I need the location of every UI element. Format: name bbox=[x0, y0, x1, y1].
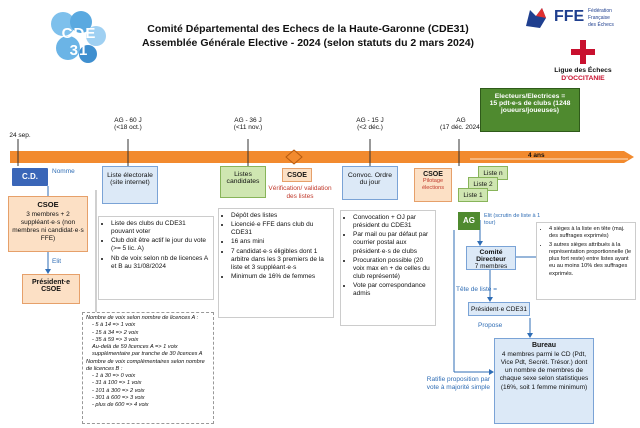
electeurs-box: Electeurs/Electrices = 15 pdt-e-s de clu… bbox=[480, 88, 580, 132]
liste-criteria-list: Liste des clubs du CDE31 pouvant voter C… bbox=[102, 220, 210, 271]
voix-a-row: - 35 à 59 => 3 voix bbox=[92, 336, 139, 343]
ffe-line3: des Échecs bbox=[588, 22, 614, 28]
voix-b-row: - 301 à 600 => 3 voix bbox=[92, 394, 145, 401]
timeline-label-3: AG - 36 J (<11 nov.) bbox=[233, 117, 263, 131]
cde31-logo-icon bbox=[51, 11, 106, 63]
listes-criteria-item: 16 ans mini bbox=[231, 238, 330, 246]
liste-criteria-item: Club doit être actif le jour du vote (>=… bbox=[111, 237, 210, 253]
listes-criteria-list: Dépôt des listes Licencié·e FFE dans clu… bbox=[222, 212, 330, 281]
ag-box: AG bbox=[458, 212, 480, 230]
comite-title: Comité Directeur bbox=[476, 249, 506, 263]
ligue-logo: Ligue des Échecs D'OCCITANIE bbox=[538, 40, 628, 84]
voix-details-box: Nombre de voix selon nombre de licences … bbox=[82, 312, 214, 424]
timeline-label-1: 24 sep. bbox=[9, 132, 31, 139]
ffe-abbr: FFE bbox=[554, 8, 585, 25]
sieges-list: 4 sièges à la liste en tête (maj. des su… bbox=[540, 226, 632, 278]
timeline-label-2: AG - 60 J (<18 oct.) bbox=[114, 117, 142, 131]
voix-a-row: Au-delà de 59 licences A => 1 voix suppl… bbox=[92, 344, 203, 358]
csoe-mid-sub: Vérification/ validation des listes bbox=[268, 185, 332, 201]
comite-box: Comité Directeur 7 membres bbox=[466, 246, 516, 270]
voix-b-row: - 31 à 100 => 1 voix bbox=[92, 380, 142, 387]
rooster-icon bbox=[526, 8, 546, 28]
convoc-criteria-box: Convocation + OJ par président du CDE31 … bbox=[340, 210, 436, 326]
listes-candidates-box: Listes candidates bbox=[220, 166, 266, 198]
voix-b-row: - 101 à 300 => 2 voix bbox=[92, 387, 145, 394]
timeline-label-5: AG (17 déc. 2024) bbox=[440, 117, 482, 131]
convoc-box: Convoc. Ordre du jour bbox=[342, 166, 398, 200]
ffe-logo: FFE Fédération Française des Échecs bbox=[522, 6, 630, 32]
convoc-criteria-item: Vote par correspondance admis bbox=[353, 282, 432, 298]
page-title: Comité Départemental des Echecs de la Ha… bbox=[147, 23, 469, 35]
president-csoe-box: Président·e CSOE bbox=[22, 274, 80, 304]
voix-intro-b: Nombre de voix complémentaires selon nom… bbox=[86, 358, 205, 372]
ratifie-label: Ratifie proposition par vote à majorité … bbox=[426, 376, 490, 392]
csoe-left-title: CSOE bbox=[37, 200, 59, 209]
liste-criteria-item: Nb de voix selon nb de licences A et B a… bbox=[111, 255, 210, 271]
listes-criteria-box: Dépôt des listes Licencié·e FFE dans clu… bbox=[218, 208, 334, 318]
voix-b-row: - plus de 600 => 4 voix bbox=[92, 402, 149, 409]
liste-electorale-box: Liste électorale (site internet) bbox=[102, 166, 158, 204]
bureau-box: Bureau 4 membres parmi le CD (Pdt, Vice … bbox=[494, 338, 594, 424]
convoc-criteria-item: Par mail ou par défaut par courrier post… bbox=[353, 231, 432, 255]
csoe-right-title: CSOE bbox=[423, 171, 443, 178]
ffe-line1: Fédération bbox=[588, 8, 612, 14]
convoc-criteria-item: Convocation + OJ par président du CDE31 bbox=[353, 214, 432, 230]
ag-elit-label: Elit (scrutin de liste à 1 tour) bbox=[484, 213, 541, 227]
listes-criteria-item: Licencié·e FFE dans club du CDE31 bbox=[231, 221, 330, 237]
page-subtitle: Assemblée Générale Elective - 2024 (selo… bbox=[141, 37, 475, 49]
president-cde-box: Président·e CDE31 bbox=[468, 302, 530, 316]
convoc-criteria-item: Procuration possible (20 voix max en + d… bbox=[353, 257, 432, 281]
sieges-item: 3 autres sièges attribués à la représent… bbox=[549, 242, 632, 278]
csoe-left-body: 3 membres + 2 suppléant·e·s (non membres… bbox=[12, 211, 84, 243]
voix-intro-a: Nombre de voix selon nombre de licences … bbox=[86, 315, 199, 321]
bureau-body: 4 membres parmi le CD (Pdt, Vice Pdt, Se… bbox=[499, 351, 589, 391]
sieges-item: 4 sièges à la liste en tête (maj. des su… bbox=[549, 226, 632, 241]
ffe-line2: Française bbox=[588, 15, 610, 21]
csoe-right-box: CSOE Pilotage élections bbox=[414, 168, 452, 202]
sieges-box: 4 sièges à la liste en tête (maj. des su… bbox=[536, 222, 636, 300]
csoe-left-box: CSOE 3 membres + 2 suppléant·e·s (non me… bbox=[8, 196, 88, 252]
bureau-title: Bureau bbox=[531, 342, 557, 349]
liste-criteria-item: Liste des clubs du CDE31 pouvant voter bbox=[111, 220, 210, 236]
ligue-line1: Ligue des Échecs bbox=[554, 67, 612, 74]
comite-members: 7 membres bbox=[474, 263, 508, 270]
cde31-logo: CDE 31 bbox=[48, 10, 106, 64]
cd-box: C.D. bbox=[12, 168, 48, 186]
ligue-line2: D'OCCITANIE bbox=[561, 75, 605, 82]
propose-label: Propose bbox=[478, 322, 503, 329]
tete-liste-label: Tête de liste = bbox=[456, 286, 498, 293]
convoc-criteria-list: Convocation + OJ par président du CDE31 … bbox=[344, 214, 432, 298]
listes-criteria-item: Dépôt des listes bbox=[231, 212, 330, 220]
liste-1-card: Liste 1 bbox=[458, 188, 488, 202]
timeline-label-4: AG - 15 J (<2 déc.) bbox=[356, 117, 384, 131]
listes-criteria-item: Minimum de 16% de femmes bbox=[231, 273, 330, 281]
elit-label-left: Elit bbox=[52, 258, 62, 265]
csoe-mid-box: CSOE bbox=[282, 168, 312, 182]
logo-text: CDE 31 bbox=[61, 25, 97, 59]
nomme-label: Nomme bbox=[52, 168, 75, 175]
voix-a-row: - 15 à 34 => 2 voix bbox=[92, 329, 139, 336]
ligue-cross-icon bbox=[571, 40, 595, 64]
voix-b-row: - 1 à 30 => 0 voix bbox=[92, 373, 136, 380]
duration-label: 4 ans bbox=[528, 152, 545, 159]
liste-criteria-box: Liste des clubs du CDE31 pouvant voter C… bbox=[98, 216, 214, 300]
voix-a-row: - 5 à 14 => 1 voix bbox=[92, 322, 136, 329]
listes-criteria-item: 7 candidat·e·s éligibles dont 1 arbitre … bbox=[231, 248, 330, 272]
csoe-right-sub: Pilotage élections bbox=[421, 178, 445, 192]
